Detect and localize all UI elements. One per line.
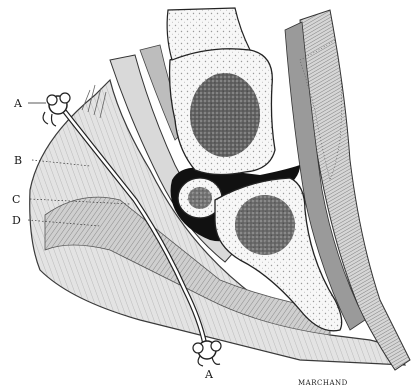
upper-knot: [43, 93, 70, 126]
navicular-marrow: [188, 187, 212, 209]
lower-knot: [193, 341, 221, 366]
label-b: B: [14, 154, 22, 167]
label-c: C: [12, 193, 20, 206]
label-a-bottom: A: [204, 368, 214, 381]
coffin-marrow: [235, 195, 295, 255]
label-d: D: [12, 214, 21, 227]
pastern-marrow: [190, 73, 260, 157]
engraver-signature: MARCHAND: [298, 379, 348, 387]
label-a-top: A: [13, 97, 23, 110]
